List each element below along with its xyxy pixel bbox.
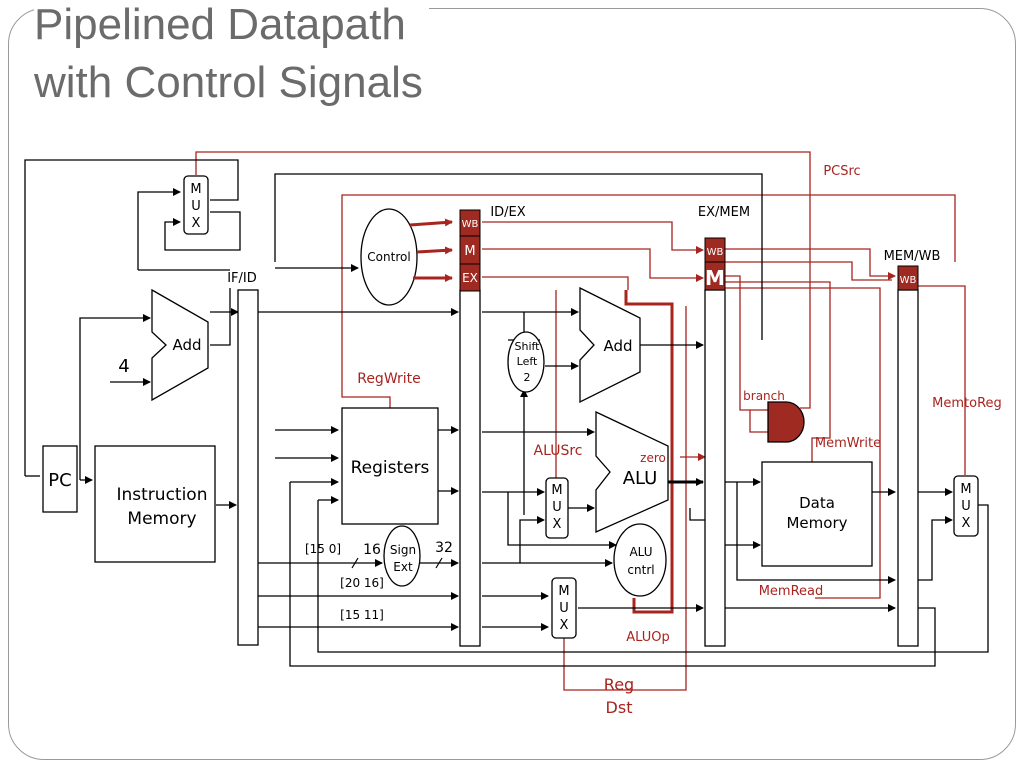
svg-text:M: M <box>960 482 971 497</box>
svg-text:Shift: Shift <box>514 340 540 353</box>
svg-text:Left: Left <box>517 355 538 368</box>
svg-text:Control: Control <box>367 250 410 264</box>
data-memory-block: Data Memory <box>761 461 873 567</box>
field-15-0: [15 0] <box>305 542 341 556</box>
svg-text:cntrl: cntrl <box>627 563 654 577</box>
svg-text:Ext: Ext <box>393 560 413 574</box>
instruction-memory-block: Instruction Memory <box>94 445 216 563</box>
svg-text:Add: Add <box>172 336 201 354</box>
regdst-mux: M U X <box>551 577 577 639</box>
svg-text:M: M <box>464 244 475 259</box>
svg-text:M: M <box>551 483 562 498</box>
label-pcsrc: PCSrc <box>823 164 860 179</box>
svg-text:ID/EX: ID/EX <box>490 205 525 220</box>
control-wires <box>195 151 966 691</box>
label-regdst-1: Reg <box>604 675 634 694</box>
control-unit: Control <box>360 208 418 306</box>
alu-control: ALU cntrl <box>613 523 667 597</box>
svg-text:Sign: Sign <box>390 543 416 557</box>
label-memread: MemRead <box>759 584 824 599</box>
alusrc-mux: M U X <box>545 477 569 539</box>
svg-text:Registers: Registers <box>351 458 430 478</box>
label-zero: zero <box>640 451 666 465</box>
control-to-idex-arrows <box>409 218 453 282</box>
svg-text:X: X <box>192 216 201 231</box>
constant-four: 4 <box>118 356 129 377</box>
label-memwrite: MemWrite <box>815 436 881 451</box>
svg-text:M: M <box>190 182 201 197</box>
alu: ALU <box>595 410 669 534</box>
svg-text:Data: Data <box>799 494 835 512</box>
ex-mem-register: WB M EX/MEM <box>698 205 750 647</box>
label-alusrc: ALUSrc <box>534 443 583 459</box>
pc-block: PC <box>42 445 78 513</box>
control-signal-labels: PCSrc RegWrite ALUSrc zero branch MemWri… <box>357 164 1002 717</box>
label-aluop: ALUOp <box>626 630 670 645</box>
svg-text:ALU: ALU <box>629 545 652 559</box>
svg-text:X: X <box>560 618 569 633</box>
shift-left-2: Shift Left 2 <box>507 331 545 393</box>
svg-text:Add: Add <box>603 337 632 355</box>
field-15-11: [15 11] <box>340 608 384 622</box>
label-memtoreg: MemtoReg <box>932 396 1002 411</box>
svg-text:M: M <box>705 266 725 290</box>
svg-text:WB: WB <box>900 275 917 286</box>
regwrite-wire <box>341 194 956 408</box>
svg-text:U: U <box>552 500 562 515</box>
svg-text:Memory: Memory <box>127 509 196 529</box>
width-32: 32 <box>435 540 453 556</box>
svg-text:WB: WB <box>462 219 479 230</box>
svg-text:U: U <box>961 499 971 514</box>
svg-text:U: U <box>559 601 569 616</box>
svg-text:X: X <box>962 516 971 531</box>
pc-mux: M U X <box>183 175 209 235</box>
sign-extend: Sign Ext <box>383 525 421 587</box>
if-id-register: IF/ID <box>227 271 259 646</box>
svg-text:Memory: Memory <box>786 514 847 532</box>
register-file: Registers <box>341 407 439 525</box>
branch-adder: Add <box>579 286 641 404</box>
label-regdst-2: Dst <box>606 698 633 717</box>
svg-text:Instruction: Instruction <box>117 485 208 505</box>
pc-adder: Add <box>151 288 209 402</box>
width-16: 16 <box>363 542 381 558</box>
svg-text:EX: EX <box>462 271 478 285</box>
svg-text:PC: PC <box>48 470 71 491</box>
slide-frame <box>8 8 1016 760</box>
svg-text:U: U <box>191 199 201 214</box>
slide-title: Pipelined Datapath with Control Signals <box>34 0 429 112</box>
title-line-2: with Control Signals <box>34 58 423 107</box>
svg-text:ALU: ALU <box>623 468 658 489</box>
memtoreg-mux: M U X <box>953 475 979 537</box>
field-20-16: [20 16] <box>340 576 384 590</box>
branch-and-gate <box>767 401 805 443</box>
svg-text:M: M <box>558 584 569 599</box>
svg-text:MEM/WB: MEM/WB <box>884 249 941 264</box>
bus-width-ticks <box>351 557 443 569</box>
svg-text:IF/ID: IF/ID <box>227 271 257 286</box>
svg-text:EX/MEM: EX/MEM <box>698 205 750 220</box>
label-regwrite: RegWrite <box>357 371 421 387</box>
id-ex-register: WB M EX ID/EX <box>459 205 526 647</box>
svg-text:WB: WB <box>707 247 724 258</box>
mem-wb-register: WB MEM/WB <box>884 249 941 647</box>
data-wires <box>24 159 989 667</box>
svg-text:2: 2 <box>524 371 531 384</box>
svg-text:X: X <box>553 517 562 532</box>
label-branch: branch <box>743 389 785 403</box>
title-line-1: Pipelined Datapath <box>34 0 406 49</box>
